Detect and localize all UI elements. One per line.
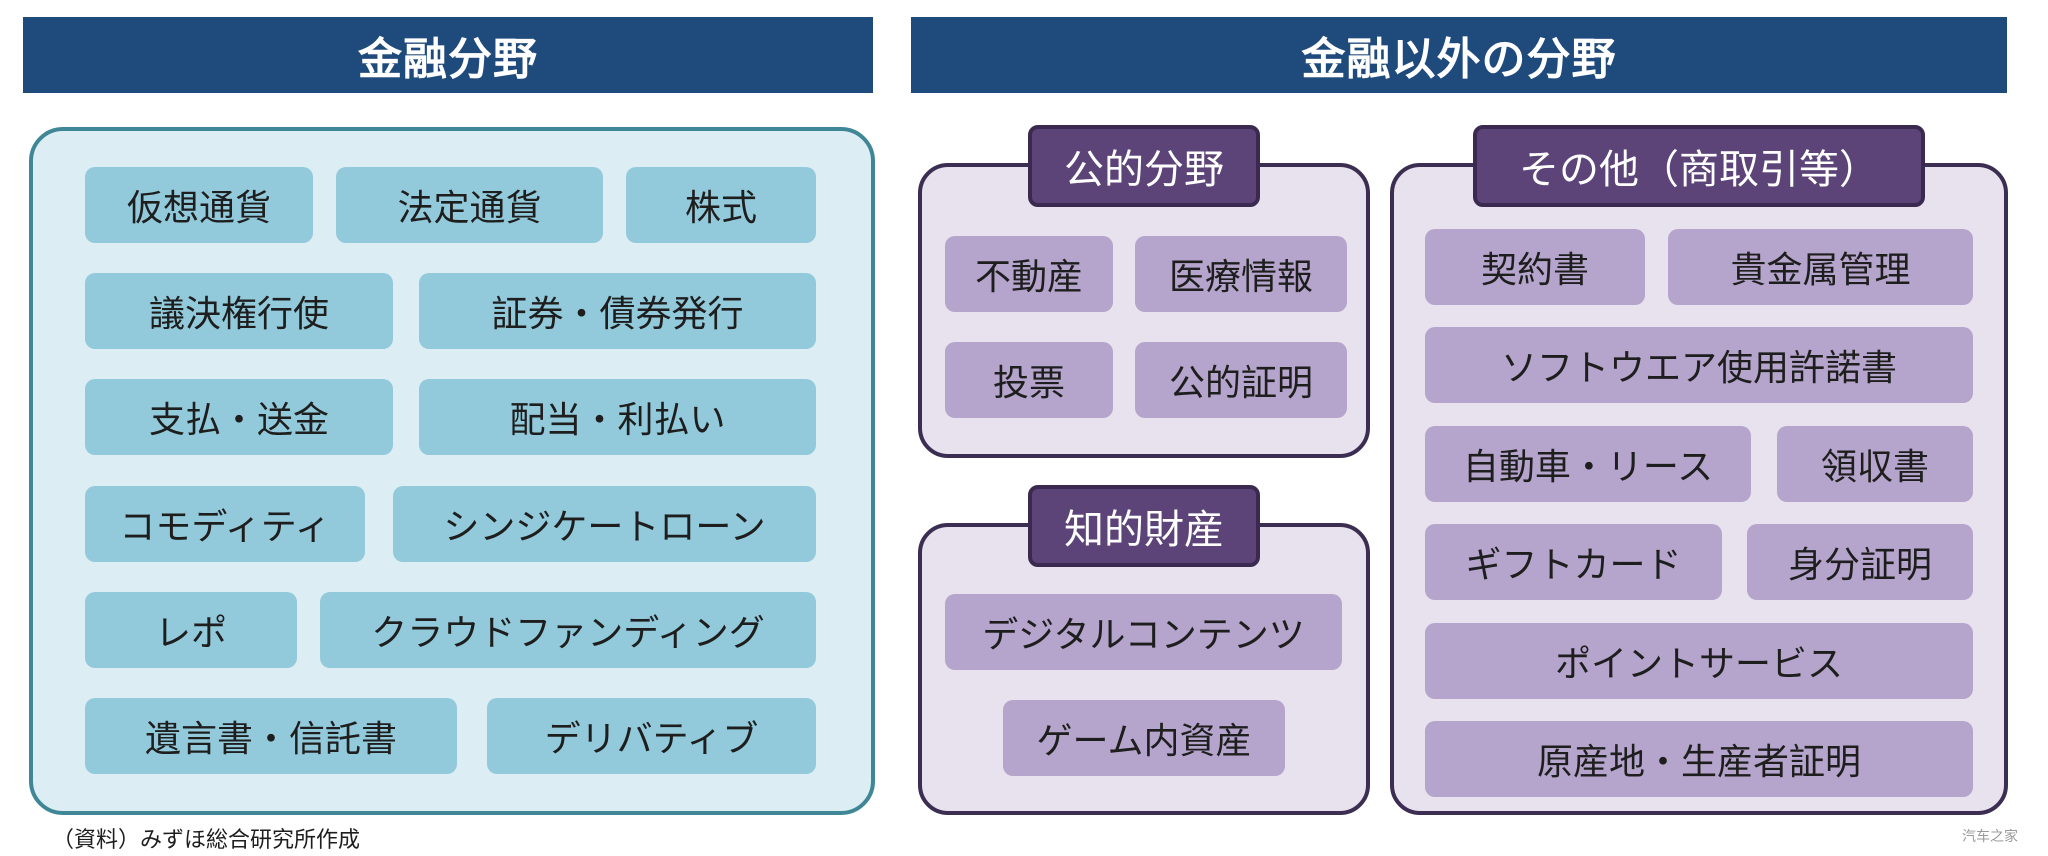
other-item-gift-cards: ギフトカード (1425, 524, 1722, 600)
other-item-receipts: 領収書 (1777, 426, 1973, 502)
finance-item-syndicated-loan: シンジケートローン (393, 486, 816, 562)
finance-header: 金融分野 (23, 17, 873, 93)
other-item-contracts: 契約書 (1425, 229, 1645, 305)
other-item-precious-metals: 貴金属管理 (1668, 229, 1973, 305)
source-note: （資料）みずほ総合研究所作成 (52, 828, 361, 853)
non-finance-header: 金融以外の分野 (911, 17, 2007, 93)
ip-item-digital-content: デジタルコンテンツ (945, 594, 1342, 670)
other-item-origin-certification: 原産地・生産者証明 (1425, 721, 1973, 797)
finance-item-payment-remittance: 支払・送金 (85, 379, 393, 455)
ip-title: 知的財産 (1028, 485, 1260, 567)
public-sector-title: 公的分野 (1028, 125, 1260, 207)
finance-item-virtual-currency: 仮想通貨 (85, 167, 313, 243)
finance-item-commodities: コモディティ (85, 486, 365, 562)
finance-item-fiat-currency: 法定通貨 (336, 167, 603, 243)
watermark: 汽车之家 (1962, 829, 2018, 845)
public-item-medical-info: 医療情報 (1135, 236, 1347, 312)
public-item-public-certification: 公的証明 (1135, 342, 1347, 418)
finance-item-dividends-interest: 配当・利払い (419, 379, 816, 455)
finance-item-crowdfunding: クラウドファンディング (320, 592, 816, 668)
public-item-voting: 投票 (945, 342, 1113, 418)
finance-item-repo: レポ (85, 592, 297, 668)
other-item-software-license: ソフトウエア使用許諾書 (1425, 327, 1973, 403)
finance-item-securities-issuance: 証券・債券発行 (419, 273, 816, 349)
other-item-identity: 身分証明 (1747, 524, 1973, 600)
finance-item-stocks: 株式 (626, 167, 816, 243)
ip-item-game-assets: ゲーム内資産 (1003, 700, 1285, 776)
other-title: その他（商取引等） (1473, 125, 1925, 207)
finance-item-voting-rights: 議決権行使 (85, 273, 393, 349)
finance-item-derivatives: デリバティブ (487, 698, 816, 774)
other-item-point-services: ポイントサービス (1425, 623, 1973, 699)
other-item-auto-lease: 自動車・リース (1425, 426, 1751, 502)
finance-item-wills-trusts: 遺言書・信託書 (85, 698, 457, 774)
public-item-real-estate: 不動産 (945, 236, 1113, 312)
